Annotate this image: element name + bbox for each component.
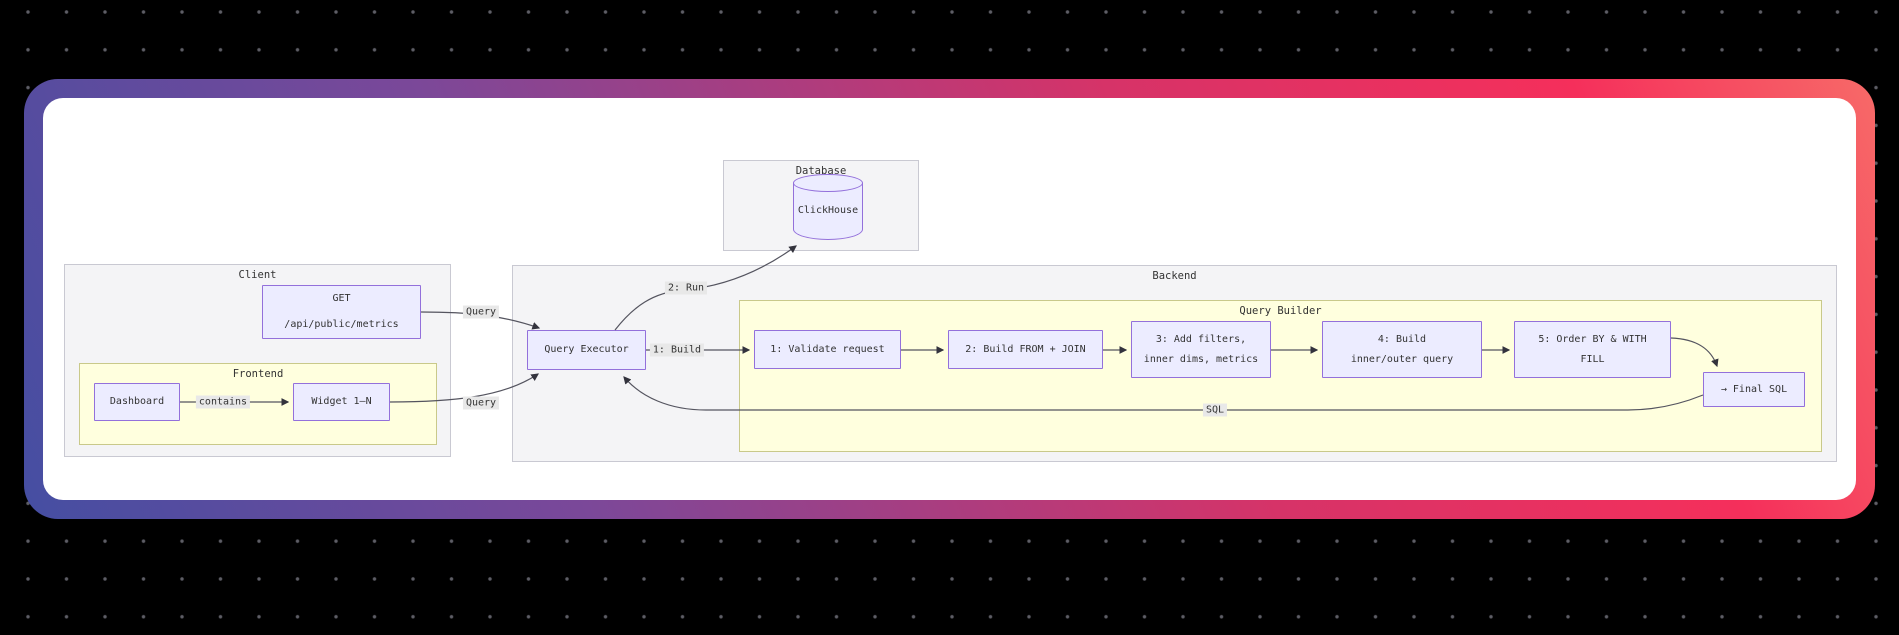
cluster-client-label: Client (238, 269, 277, 281)
database-cylinder-icon: ClickHouse (793, 174, 863, 240)
edge-label-query-get: Query (462, 305, 500, 319)
node-query-executor: Query Executor (527, 330, 646, 370)
edge-label-contains: contains (195, 395, 251, 409)
node-get-api: GET /api/public/metrics (262, 285, 421, 339)
edge-label-build: 1: Build (649, 343, 705, 357)
cylinder-top-ellipse (793, 174, 863, 192)
node-add-filters: 3: Add filters, inner dims, metrics (1131, 321, 1271, 378)
node-dashboard: Dashboard (94, 383, 180, 421)
node-widget: Widget 1–N (293, 383, 390, 421)
cluster-backend-label: Backend (1152, 270, 1197, 282)
node-validate-request: 1: Validate request (754, 330, 901, 369)
node-clickhouse: ClickHouse (797, 205, 859, 216)
edge-label-query-widget: Query (462, 396, 500, 410)
cluster-frontend-label: Frontend (232, 368, 284, 380)
cluster-query-builder-label: Query Builder (1239, 305, 1322, 317)
node-final-sql: → Final SQL (1703, 372, 1805, 407)
edge-label-sql: SQL (1202, 403, 1228, 417)
edge-label-run: 2: Run (664, 281, 708, 295)
node-order-by-fill: 5: Order BY & WITH FILL (1514, 321, 1671, 378)
node-inner-outer-query: 4: Build inner/outer query (1322, 321, 1482, 378)
node-build-from-join: 2: Build FROM + JOIN (948, 330, 1103, 369)
